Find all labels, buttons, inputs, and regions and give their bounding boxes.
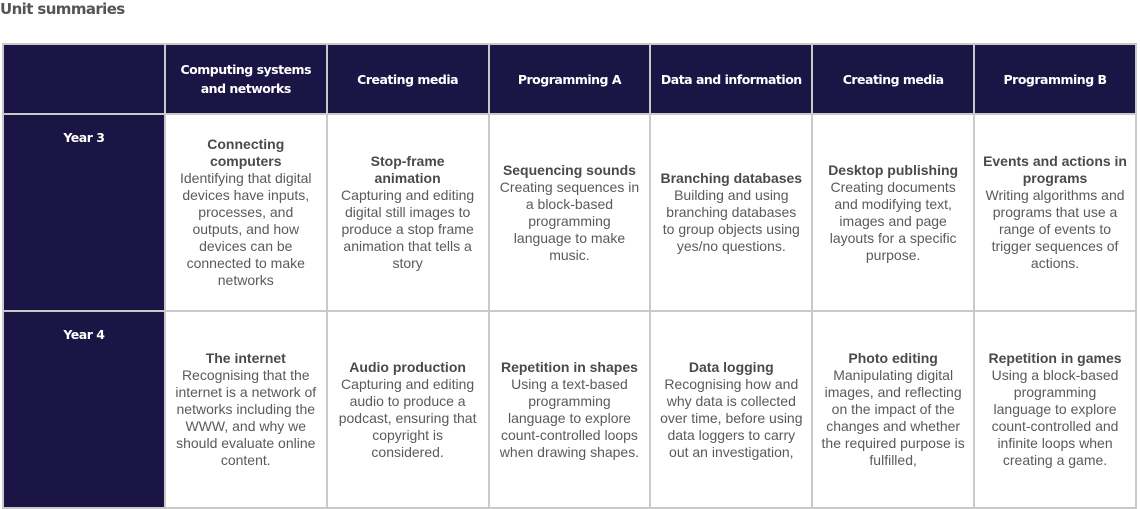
unit-cell: Photo editing Manipulating digital image… [811, 310, 976, 509]
table-row: Year 3 Connecting computers Identifying … [2, 113, 1137, 312]
unit-title: Stop-frame animation [370, 153, 445, 186]
column-header: Programming A [487, 43, 652, 115]
unit-title: Repetition in shapes [500, 358, 638, 375]
unit-title: Repetition in games [988, 350, 1122, 366]
table-row: Year 4 The internet Recognising that the… [2, 310, 1137, 509]
column-header: Creating media [325, 43, 490, 115]
unit-cell: Repetition in games Using a block-based … [973, 310, 1137, 509]
unit-description: Recognising how and why data is collecte… [660, 375, 803, 460]
unit-description: Creating sequences in a block-based prog… [499, 178, 640, 263]
unit-description: Identifying that digital devices have in… [180, 170, 312, 288]
unit-title: Sequencing sounds [502, 161, 636, 178]
unit-cell: Desktop publishing Creating documents an… [811, 113, 976, 312]
unit-title: Photo editing [848, 350, 938, 366]
unit-cell: The internet Recognising that the intern… [163, 310, 328, 509]
unit-title: Events and actions in programs [983, 153, 1127, 186]
column-header: Programming B [973, 43, 1137, 115]
unit-cell: Sequencing sounds Creating sequences in … [487, 113, 652, 312]
unit-cell: Connecting computers Identifying that di… [163, 113, 328, 312]
unit-description: Capturing and editing audio to produce a… [338, 375, 477, 460]
unit-description: Building and using branching databases t… [662, 187, 800, 254]
unit-title: Data logging [688, 358, 774, 375]
unit-cell: Audio production Capturing and editing a… [325, 310, 490, 509]
unit-title: Audio production [349, 358, 466, 375]
unit-description: Writing algorithms and programs that use… [985, 187, 1125, 271]
unit-title: Connecting computers [207, 136, 285, 169]
unit-cell: Branching databases Building and using b… [649, 113, 814, 312]
header-row: Computing systems and networks Creating … [2, 43, 1137, 115]
column-header: Creating media [811, 43, 976, 115]
unit-cell: Stop-frame animation Capturing and editi… [325, 113, 490, 312]
unit-summary-table: Computing systems and networks Creating … [2, 43, 1137, 509]
year-label: Year 3 [2, 113, 166, 312]
column-header: Computing systems and networks [163, 43, 328, 115]
unit-description: Recognising that the internet is a netwo… [175, 367, 317, 468]
unit-description: Creating documents and modifying text, i… [829, 178, 957, 263]
unit-title: Desktop publishing [828, 161, 959, 178]
page-title: Unit summaries [0, 0, 125, 18]
unit-description: Using a block-based programming language… [991, 367, 1119, 468]
unit-cell: Data logging Recognising how and why dat… [649, 310, 814, 509]
year-label: Year 4 [2, 310, 166, 509]
unit-description: Using a text-based programming language … [499, 375, 640, 460]
unit-title: Branching databases [660, 170, 803, 186]
unit-description: Manipulating digital images, and reflect… [821, 367, 965, 468]
unit-cell: Events and actions in programs Writing a… [973, 113, 1137, 312]
unit-cell: Repetition in shapes Using a text-based … [487, 310, 652, 509]
unit-description: Capturing and editing digital still imag… [341, 187, 475, 271]
unit-title: The internet [205, 350, 286, 366]
corner-cell [2, 43, 166, 115]
column-header: Data and information [649, 43, 814, 115]
